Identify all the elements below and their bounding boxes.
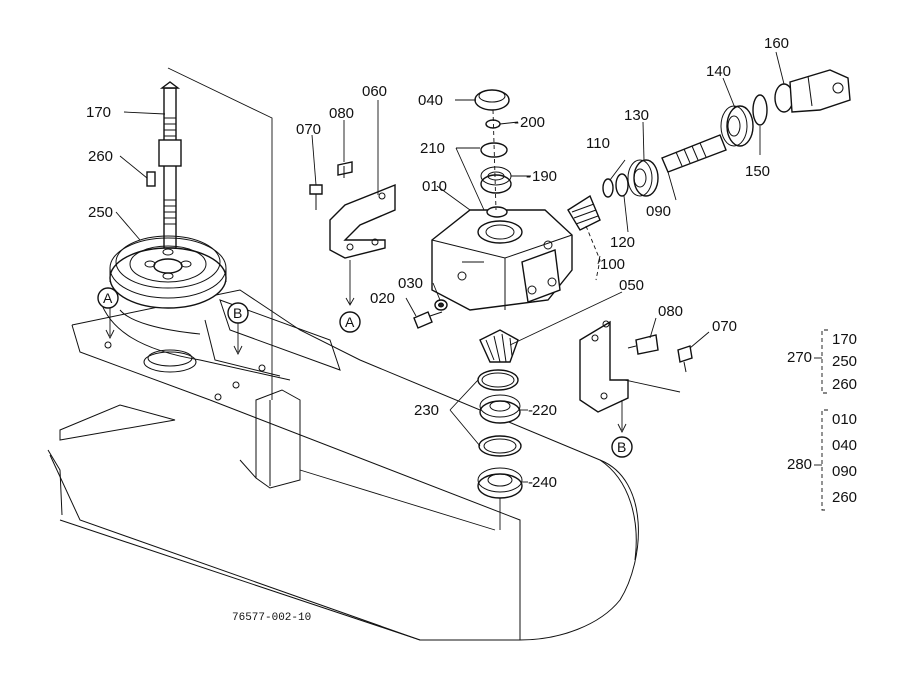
drawing-number: 76577-002-10 xyxy=(232,612,311,624)
svg-text:-: - xyxy=(528,402,533,419)
group-270-item-3: 260 xyxy=(832,376,857,393)
bracket-050 xyxy=(579,320,629,434)
bevel-gear-110-upper xyxy=(567,194,601,231)
callout-070-right: 070 xyxy=(712,318,737,335)
washer-030 xyxy=(434,299,448,311)
callout-190: 190 xyxy=(532,168,557,185)
callout-110: 110 xyxy=(586,135,610,152)
group-270-label: 270 xyxy=(787,349,812,366)
callout-010: 010 xyxy=(422,178,447,195)
callout-260: 260 xyxy=(88,148,113,165)
callout-080-right: 080 xyxy=(658,303,683,320)
bevel-gear-lower xyxy=(479,329,519,363)
ring-110 xyxy=(602,178,614,198)
ref-A-left: A xyxy=(97,287,119,309)
ref-b-left-text: B xyxy=(233,305,242,321)
group-270-item-1: 170 xyxy=(832,331,857,348)
bracket-060 xyxy=(309,161,396,306)
alignment-lines xyxy=(492,109,601,281)
ring-120 xyxy=(615,173,629,197)
group-270: 270 170 250 260 xyxy=(787,329,857,394)
callout-100: 100 xyxy=(600,256,625,273)
shaft-090 xyxy=(661,134,727,173)
callout-070-left: 070 xyxy=(296,121,321,138)
bolt-020 xyxy=(413,311,443,329)
ring-230a xyxy=(477,369,519,391)
svg-text:-: - xyxy=(514,114,519,131)
callout-140: 140 xyxy=(706,63,731,80)
bearing-220 xyxy=(479,394,521,424)
svg-text:-: - xyxy=(526,168,531,185)
bearing-140 xyxy=(720,105,754,147)
callout-030: 030 xyxy=(398,275,423,292)
pulley-250 xyxy=(109,235,227,309)
gearbox-010 xyxy=(431,209,573,311)
callout-210: 210 xyxy=(420,140,445,157)
group-280-item-3: 090 xyxy=(832,463,857,480)
callout-050: 050 xyxy=(619,277,644,294)
ring-210b xyxy=(486,206,508,218)
callout-150: 150 xyxy=(745,163,770,180)
leader-lines xyxy=(115,51,785,483)
shaft-170 xyxy=(146,81,182,249)
seal-240 xyxy=(477,467,523,499)
callout-220: 220 xyxy=(532,402,557,419)
callout-250: 250 xyxy=(88,204,113,221)
mower-deck xyxy=(47,67,639,641)
deck-arrows xyxy=(105,308,243,356)
callout-160: 160 xyxy=(764,35,789,52)
callout-090: 090 xyxy=(646,203,671,220)
ref-A-center: A xyxy=(339,311,361,333)
callout-040: 040 xyxy=(418,92,443,109)
callout-labels: 170 260 250 070 080 060 040 200 210 190 … xyxy=(86,35,789,491)
group-280-label: 280 xyxy=(787,456,812,473)
ref-a-left-text: A xyxy=(103,290,113,306)
ring-150 xyxy=(752,94,768,126)
ring-200 xyxy=(485,119,501,129)
ref-B-right: B xyxy=(611,436,633,458)
group-280: 280 010 040 090 260 xyxy=(787,409,857,511)
ref-B-left: B xyxy=(227,302,249,324)
group-280-item-1: 010 xyxy=(832,411,857,428)
ring-210a xyxy=(480,142,508,158)
cap-040 xyxy=(474,89,510,111)
callout-170: 170 xyxy=(86,104,111,121)
group-280-item-4: 260 xyxy=(832,489,857,506)
ref-a-center-text: A xyxy=(345,314,355,330)
callout-080-left: 080 xyxy=(329,105,354,122)
bolt-080-right xyxy=(627,334,659,355)
ring-230b xyxy=(478,435,522,457)
group-280-item-2: 040 xyxy=(832,437,857,454)
yoke-160 xyxy=(774,69,851,113)
group-270-item-2: 250 xyxy=(832,353,857,370)
svg-text:-: - xyxy=(528,474,533,491)
bearing-130 xyxy=(627,159,659,197)
callout-230: 230 xyxy=(414,402,439,419)
callout-240: 240 xyxy=(532,474,557,491)
bolt-070-right xyxy=(677,345,693,373)
callout-130: 130 xyxy=(624,107,649,124)
ref-b-right-text: B xyxy=(617,439,626,455)
callout-120: 120 xyxy=(610,234,635,251)
callout-060: 060 xyxy=(362,83,387,100)
callout-020: 020 xyxy=(370,290,395,307)
callout-200: 200 xyxy=(520,114,545,131)
bearing-190 xyxy=(480,166,512,194)
